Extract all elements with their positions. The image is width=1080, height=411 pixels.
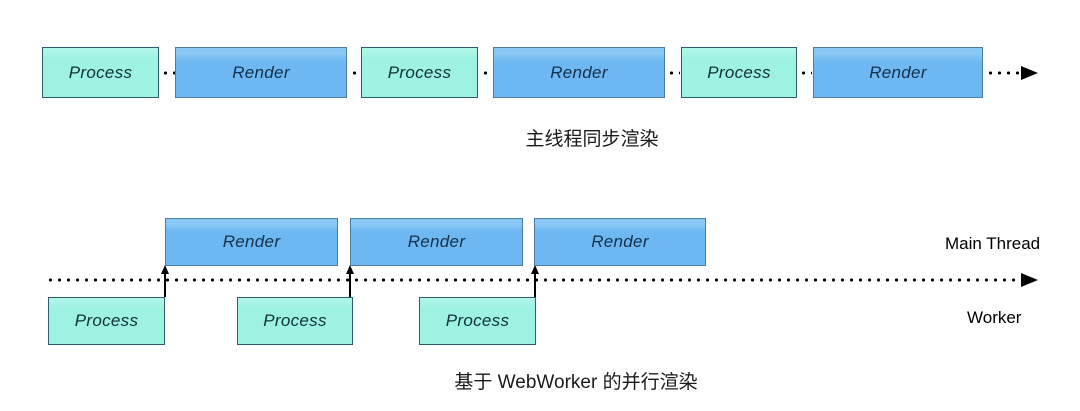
timeline-arrowhead-icon [1021,273,1038,287]
render-box: Render [493,47,665,98]
process-box: Process [681,47,797,98]
render-box: Render [813,47,983,98]
process-box: Process [419,297,536,345]
render-box: Render [165,218,338,266]
render-box: Render [175,47,347,98]
worker-lane-label: Worker [967,308,1022,327]
signal-arrow-line [349,272,351,297]
dotted-connector [667,71,680,75]
main-thread-lane-label: Main Thread [945,234,1041,253]
render-box: Render [350,218,523,266]
process-box: Process [237,297,353,345]
signal-arrowhead-icon [161,265,169,274]
render-box: Render [534,218,706,266]
signal-arrowhead-icon [531,265,539,274]
process-box: Process [42,47,159,98]
dotted-connector [481,71,490,75]
dotted-connector [986,71,1020,75]
signal-arrow-line [164,272,166,297]
dotted-connector [799,71,812,75]
timeline-arrowhead-icon [1021,66,1038,80]
timeline-dotted-axis [46,278,1020,282]
process-box: Process [48,297,165,345]
signal-arrowhead-icon [346,265,354,274]
dotted-connector [161,71,175,75]
signal-arrow-line [534,272,536,297]
process-box: Process [361,47,478,98]
top-chart-caption: 主线程同步渲染 [525,129,659,150]
dotted-connector [350,71,359,75]
bottom-chart-caption: 基于 WebWorker 的并行渲染 [454,372,698,393]
